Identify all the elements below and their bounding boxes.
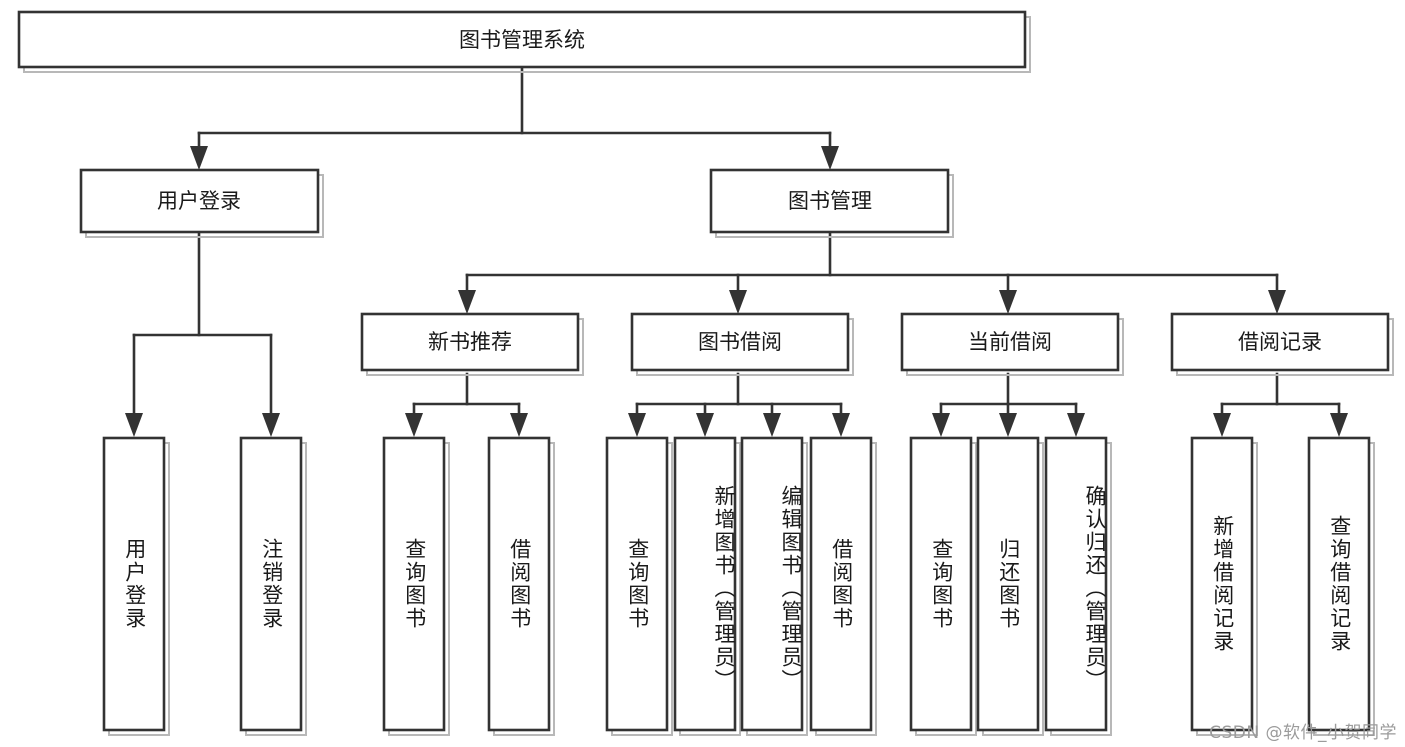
book-borrow-node-label: 图书借阅 [698,330,782,354]
leaf-box-new-book-1[interactable] [382,436,446,732]
arrow-head-leaf-logout [262,413,280,437]
new-book-node-label: 新书推荐 [428,330,512,354]
user-login-node-box[interactable] [79,168,320,234]
leaf-box-book-borrow-3[interactable] [740,436,804,732]
arrow-head-newbook-leaf-1 [405,413,423,437]
arrow-head-new-book [458,290,476,314]
arrow-head-currentborrow-leaf-2 [999,413,1017,437]
book-manage-node-box[interactable] [709,168,950,234]
arrow-head-borrowrecord-leaf-1 [1213,413,1231,437]
arrow-head-user-login [190,146,208,170]
new-book-node-box[interactable] [360,312,580,372]
arrow-head-currentborrow-leaf-1 [932,413,950,437]
current-borrow-node-box[interactable] [900,312,1120,372]
arrow-head-bookborrow-leaf-4 [832,413,850,437]
arrow-head-bookborrow-leaf-1 [628,413,646,437]
arrow-head-leaf-user-login [125,413,143,437]
node-layer: 图书管理系统 用户登录 图书管理 新书推荐 图书借阅 当前借阅 借阅记录 [17,10,1394,736]
leaf-box-current-borrow-1[interactable] [909,436,973,732]
user-login-node-label: 用户登录 [157,189,241,213]
arrow-head-currentborrow-leaf-3 [1067,413,1085,437]
arrow-head-bookborrow-leaf-3 [763,413,781,437]
root-node-label: 图书管理系统 [459,28,585,52]
connector-layer [125,65,1348,437]
arrow-head-borrow-record [1268,290,1286,314]
arrow-head-book-borrow [729,290,747,314]
leaf-box-borrow-record-2[interactable] [1307,436,1371,732]
leaf-box-user-login-1[interactable] [102,436,166,732]
leaf-box-new-book-2[interactable] [487,436,551,732]
leaf-box-user-login-2[interactable] [239,436,303,732]
root-node-box[interactable] [17,10,1027,69]
book-manage-node-label: 图书管理 [788,189,872,213]
arrow-head-current-borrow [999,290,1017,314]
borrow-record-node-box[interactable] [1170,312,1390,372]
leaf-box-book-borrow-1[interactable] [605,436,669,732]
leaf-box-borrow-record-1[interactable] [1190,436,1254,732]
leaf-box-book-borrow-4[interactable] [809,436,873,732]
arrow-head-newbook-leaf-2 [510,413,528,437]
book-borrow-node-box[interactable] [630,312,850,372]
current-borrow-node-label: 当前借阅 [968,330,1052,354]
leaf-box-current-borrow-3[interactable] [1044,436,1108,732]
leaf-box-book-borrow-2[interactable] [673,436,737,732]
arrow-head-borrowrecord-leaf-2 [1330,413,1348,437]
arrow-head-bookborrow-leaf-2 [696,413,714,437]
arrow-head-book-manage [821,146,839,170]
leaf-box-current-borrow-2[interactable] [976,436,1040,732]
borrow-record-node-label: 借阅记录 [1238,330,1322,354]
csdn-watermark: CSDN @软件_小贺同学 [1209,723,1397,743]
